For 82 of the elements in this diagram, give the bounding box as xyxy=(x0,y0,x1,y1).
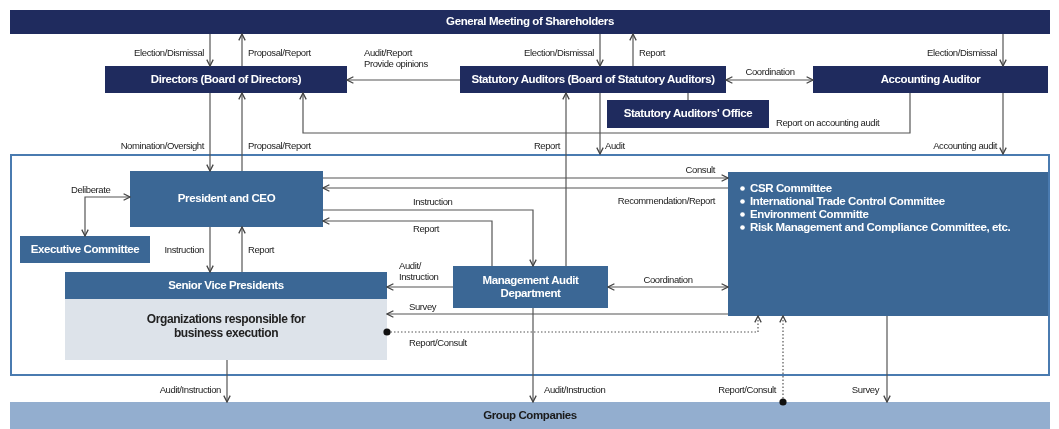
edge-label: Recommendation/Report xyxy=(616,195,716,206)
arrow xyxy=(346,76,461,84)
edge-label: Report on accounting audit xyxy=(775,117,881,128)
edge-label: Report xyxy=(412,223,441,234)
arrow xyxy=(238,33,246,67)
edge-label: Instruction xyxy=(163,244,205,255)
box-label: Group Companies xyxy=(483,408,577,423)
org-box xyxy=(65,272,387,360)
arrow xyxy=(322,184,729,192)
edge-label: Election/Dismissal xyxy=(523,47,595,58)
edge-label: Nomination/Oversight xyxy=(119,140,205,151)
dotted-arrow xyxy=(779,315,787,406)
edge-label: Instruction xyxy=(412,196,454,207)
list-item: CSR Committee xyxy=(750,182,832,194)
edge-label: Consult xyxy=(684,164,716,175)
arrow xyxy=(81,193,131,237)
edge-label: Proposal/Report xyxy=(247,140,312,151)
edge-label: Report/Consult xyxy=(717,384,777,395)
org-box xyxy=(607,100,769,128)
arrow xyxy=(238,226,246,273)
list-item: International Trade Control Committee xyxy=(750,195,945,207)
arrow xyxy=(725,76,814,84)
box-label: Statutory Auditors (Board of Statutory Auditors) xyxy=(471,72,715,87)
edge-label: Report xyxy=(247,244,276,255)
edge-label: Coordination xyxy=(642,274,694,285)
arrow xyxy=(238,92,246,172)
arrow xyxy=(607,283,729,291)
arrow xyxy=(596,92,604,155)
arrow xyxy=(529,307,537,403)
edge-label: Audit/Instruction xyxy=(158,384,222,395)
arrow xyxy=(322,217,493,267)
edge-label: Election/Dismissal xyxy=(926,47,998,58)
org-box xyxy=(460,66,726,93)
edge-label: Proposal/Report xyxy=(247,47,312,58)
footer-band xyxy=(10,402,1050,429)
box-label: Executive Committee xyxy=(30,242,140,257)
arrow xyxy=(322,209,537,267)
org-box xyxy=(453,266,608,308)
org-box xyxy=(813,66,1048,93)
arrow xyxy=(386,310,729,318)
box-label: Management Audit Department xyxy=(481,273,580,301)
org-box xyxy=(105,66,347,93)
arrow xyxy=(883,315,891,403)
arrow xyxy=(299,92,911,134)
arrow xyxy=(999,33,1007,67)
arrow xyxy=(386,283,454,291)
arrow xyxy=(596,33,604,67)
edge-label: Audit xyxy=(604,140,626,151)
box-label: Accounting Auditor xyxy=(880,72,981,87)
arrow xyxy=(223,359,231,403)
edge-label: Report xyxy=(532,140,561,151)
box-label: General Meeting of Shareholders xyxy=(446,15,614,29)
edge-label: Coordination xyxy=(744,66,796,77)
org-box xyxy=(130,171,323,227)
list-item: Risk Management and Compliance Committee, etc. xyxy=(750,221,1011,233)
edge-label: Report/Consult xyxy=(408,337,468,348)
arrow xyxy=(206,226,214,273)
edge-label: Election/Dismissal xyxy=(133,47,205,58)
arrow xyxy=(322,174,729,182)
committee-box xyxy=(728,172,1048,316)
arrow xyxy=(999,92,1007,155)
box-label: Statutory Auditors' Office xyxy=(623,107,753,121)
edge-label: Survey xyxy=(408,301,438,312)
edge-label: Deliberate xyxy=(70,184,112,195)
arrow xyxy=(206,33,214,67)
list-item: Environment Committe xyxy=(750,208,869,220)
edge-label: Accounting audit xyxy=(932,140,998,151)
header-band xyxy=(10,10,1050,34)
company-frame xyxy=(10,154,1050,376)
edge-label: Survey xyxy=(850,384,880,395)
box-body-text: Organizations responsible for business execution xyxy=(145,313,307,341)
dotted-arrow xyxy=(383,315,762,336)
connector-line xyxy=(687,92,689,101)
arrow xyxy=(562,92,570,267)
box-label: Directors (Board of Directors) xyxy=(150,72,302,87)
box-label: President and CEO xyxy=(177,192,276,206)
edge-label: Audit/Instruction xyxy=(543,384,607,395)
org-box xyxy=(20,236,150,263)
box-heading: Senior Vice Presidents xyxy=(65,272,387,299)
arrow xyxy=(206,92,214,172)
edge-label: Report xyxy=(638,47,667,58)
arrow xyxy=(629,33,637,67)
